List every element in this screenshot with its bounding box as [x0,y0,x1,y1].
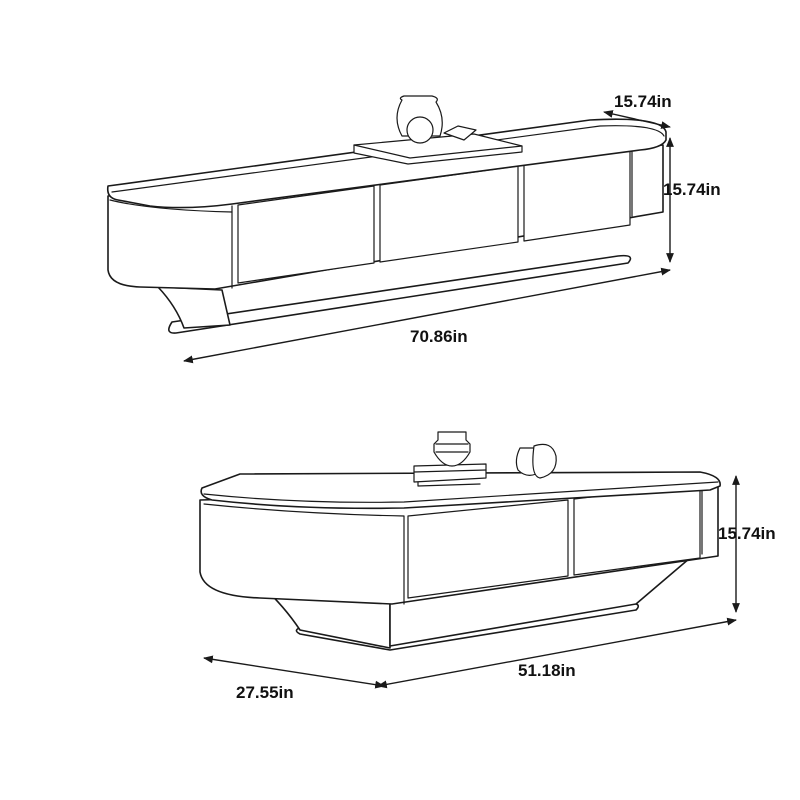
tv-stand-side-curve [109,199,233,213]
coffee-table-top-slab [200,471,721,510]
tv-depth-label: 15.74in [614,92,672,111]
tv-stand-pedestal [157,286,231,329]
book-edge [353,144,523,159]
table-depth-label: 27.55in [236,683,294,702]
tv-depth-arrow [603,110,671,129]
tv-stand-decor-ball [406,116,434,144]
table-height-label: 15.74in [718,524,776,543]
coffee-table-bowl-stack [433,431,471,467]
coffee-table-drawing [199,431,721,651]
tv-stand-drawing [106,95,667,334]
tv-stand-drawer-right [523,150,631,242]
tv-width-arrow [183,267,671,364]
coffee-table-top-edge [203,481,719,503]
coffee-table-side-curve [203,503,405,605]
table-width-arrow [377,617,737,689]
table-depth-arrow [203,655,385,689]
coffee-table-drawer-left [407,499,569,599]
tv-width-label: 70.86in [410,327,468,346]
tv-stand-book-stack [353,133,523,165]
bowl-rings [435,443,469,453]
coffee-table-dimensions: 15.74in 51.18in 27.55in [203,475,776,702]
coffee-table-book-stack [413,463,487,483]
tv-stand-decor-piece [443,125,477,141]
table-width-label: 51.18in [518,661,576,680]
tv-stand-drawer-left [237,185,375,284]
tv-height-label: 15.74in [663,180,721,199]
coffee-book-edge [413,469,487,487]
tv-stand-dimensions: 15.74in 15.74in 70.86in [183,92,721,364]
coffee-table-vase-left [515,447,537,476]
coffee-table-vase-right [532,443,557,479]
